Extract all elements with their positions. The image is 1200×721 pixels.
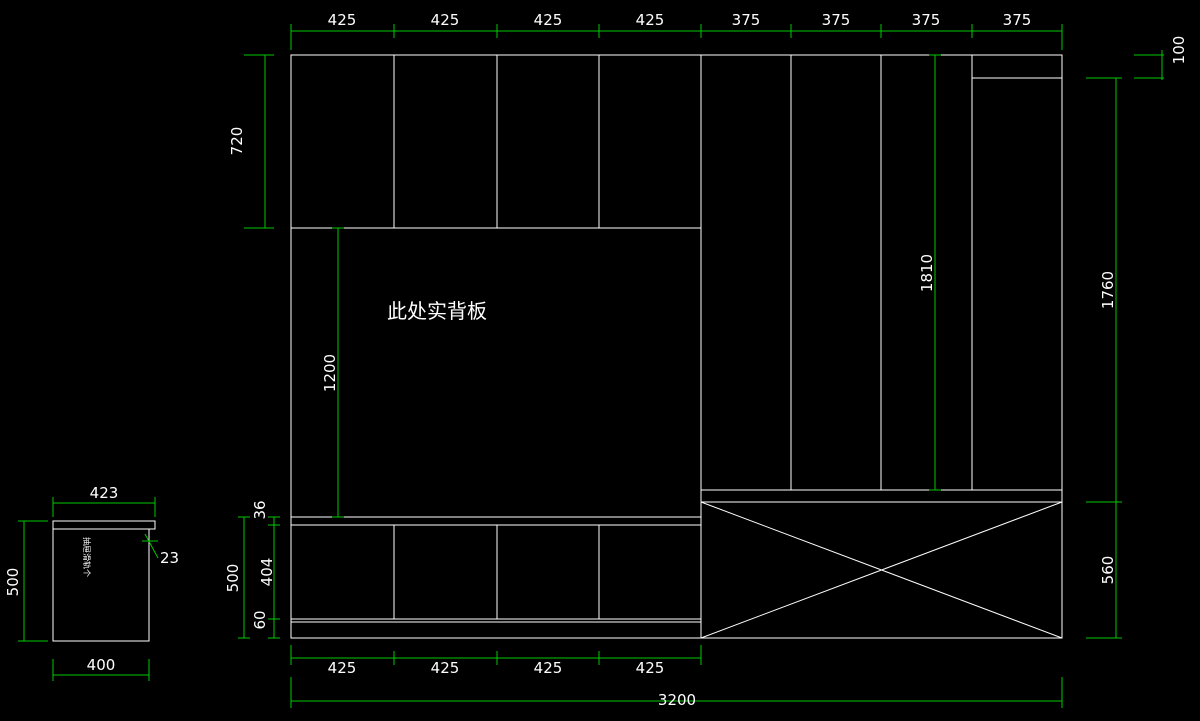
svg-text:23: 23 (160, 549, 179, 567)
dimensions (238, 24, 1164, 708)
svg-text:375: 375 (1003, 11, 1032, 29)
svg-text:425: 425 (534, 659, 563, 677)
side-label: 抽屉滑轨个 (82, 537, 92, 577)
svg-text:1200: 1200 (321, 354, 339, 392)
svg-text:560: 560 (1099, 556, 1117, 585)
side-body (52, 528, 150, 642)
svg-text:425: 425 (636, 11, 665, 29)
svg-text:720: 720 (228, 127, 246, 156)
svg-text:425: 425 (431, 659, 460, 677)
cabinet-outline (290, 54, 1063, 639)
side-lip-leader (144, 533, 159, 559)
svg-text:60: 60 (251, 610, 269, 629)
svg-text:423: 423 (90, 484, 119, 502)
svg-text:500: 500 (224, 564, 242, 593)
svg-text:425: 425 (328, 11, 357, 29)
svg-text:500: 500 (4, 568, 22, 597)
total-width-label: 3200 (658, 691, 696, 709)
svg-text:375: 375 (732, 11, 761, 29)
svg-text:36: 36 (251, 500, 269, 519)
svg-text:375: 375 (912, 11, 941, 29)
svg-text:1760: 1760 (1099, 271, 1117, 309)
svg-text:404: 404 (258, 558, 276, 587)
vertical-dim-labels: 720 1200 1810 1760 560 100 36 404 60 500 (224, 36, 1188, 630)
top-dim-labels: 425 425 425 425 375 375 375 375 (328, 11, 1032, 29)
bottom-dim-labels: 425 425 425 425 3200 (328, 659, 696, 709)
svg-text:400: 400 (87, 656, 116, 674)
side-view: 抽屉滑轨个 423 400 500 23 (4, 484, 179, 681)
back-panel-note: 此处实背板 (387, 299, 487, 323)
svg-text:375: 375 (822, 11, 851, 29)
svg-text:100: 100 (1170, 36, 1188, 65)
svg-text:425: 425 (431, 11, 460, 29)
svg-text:425: 425 (534, 11, 563, 29)
open-cross-2 (700, 501, 1063, 639)
main-cabinet (290, 54, 1063, 639)
svg-text:1810: 1810 (918, 254, 936, 292)
side-counter (52, 520, 156, 530)
svg-text:425: 425 (328, 659, 357, 677)
svg-text:425: 425 (636, 659, 665, 677)
